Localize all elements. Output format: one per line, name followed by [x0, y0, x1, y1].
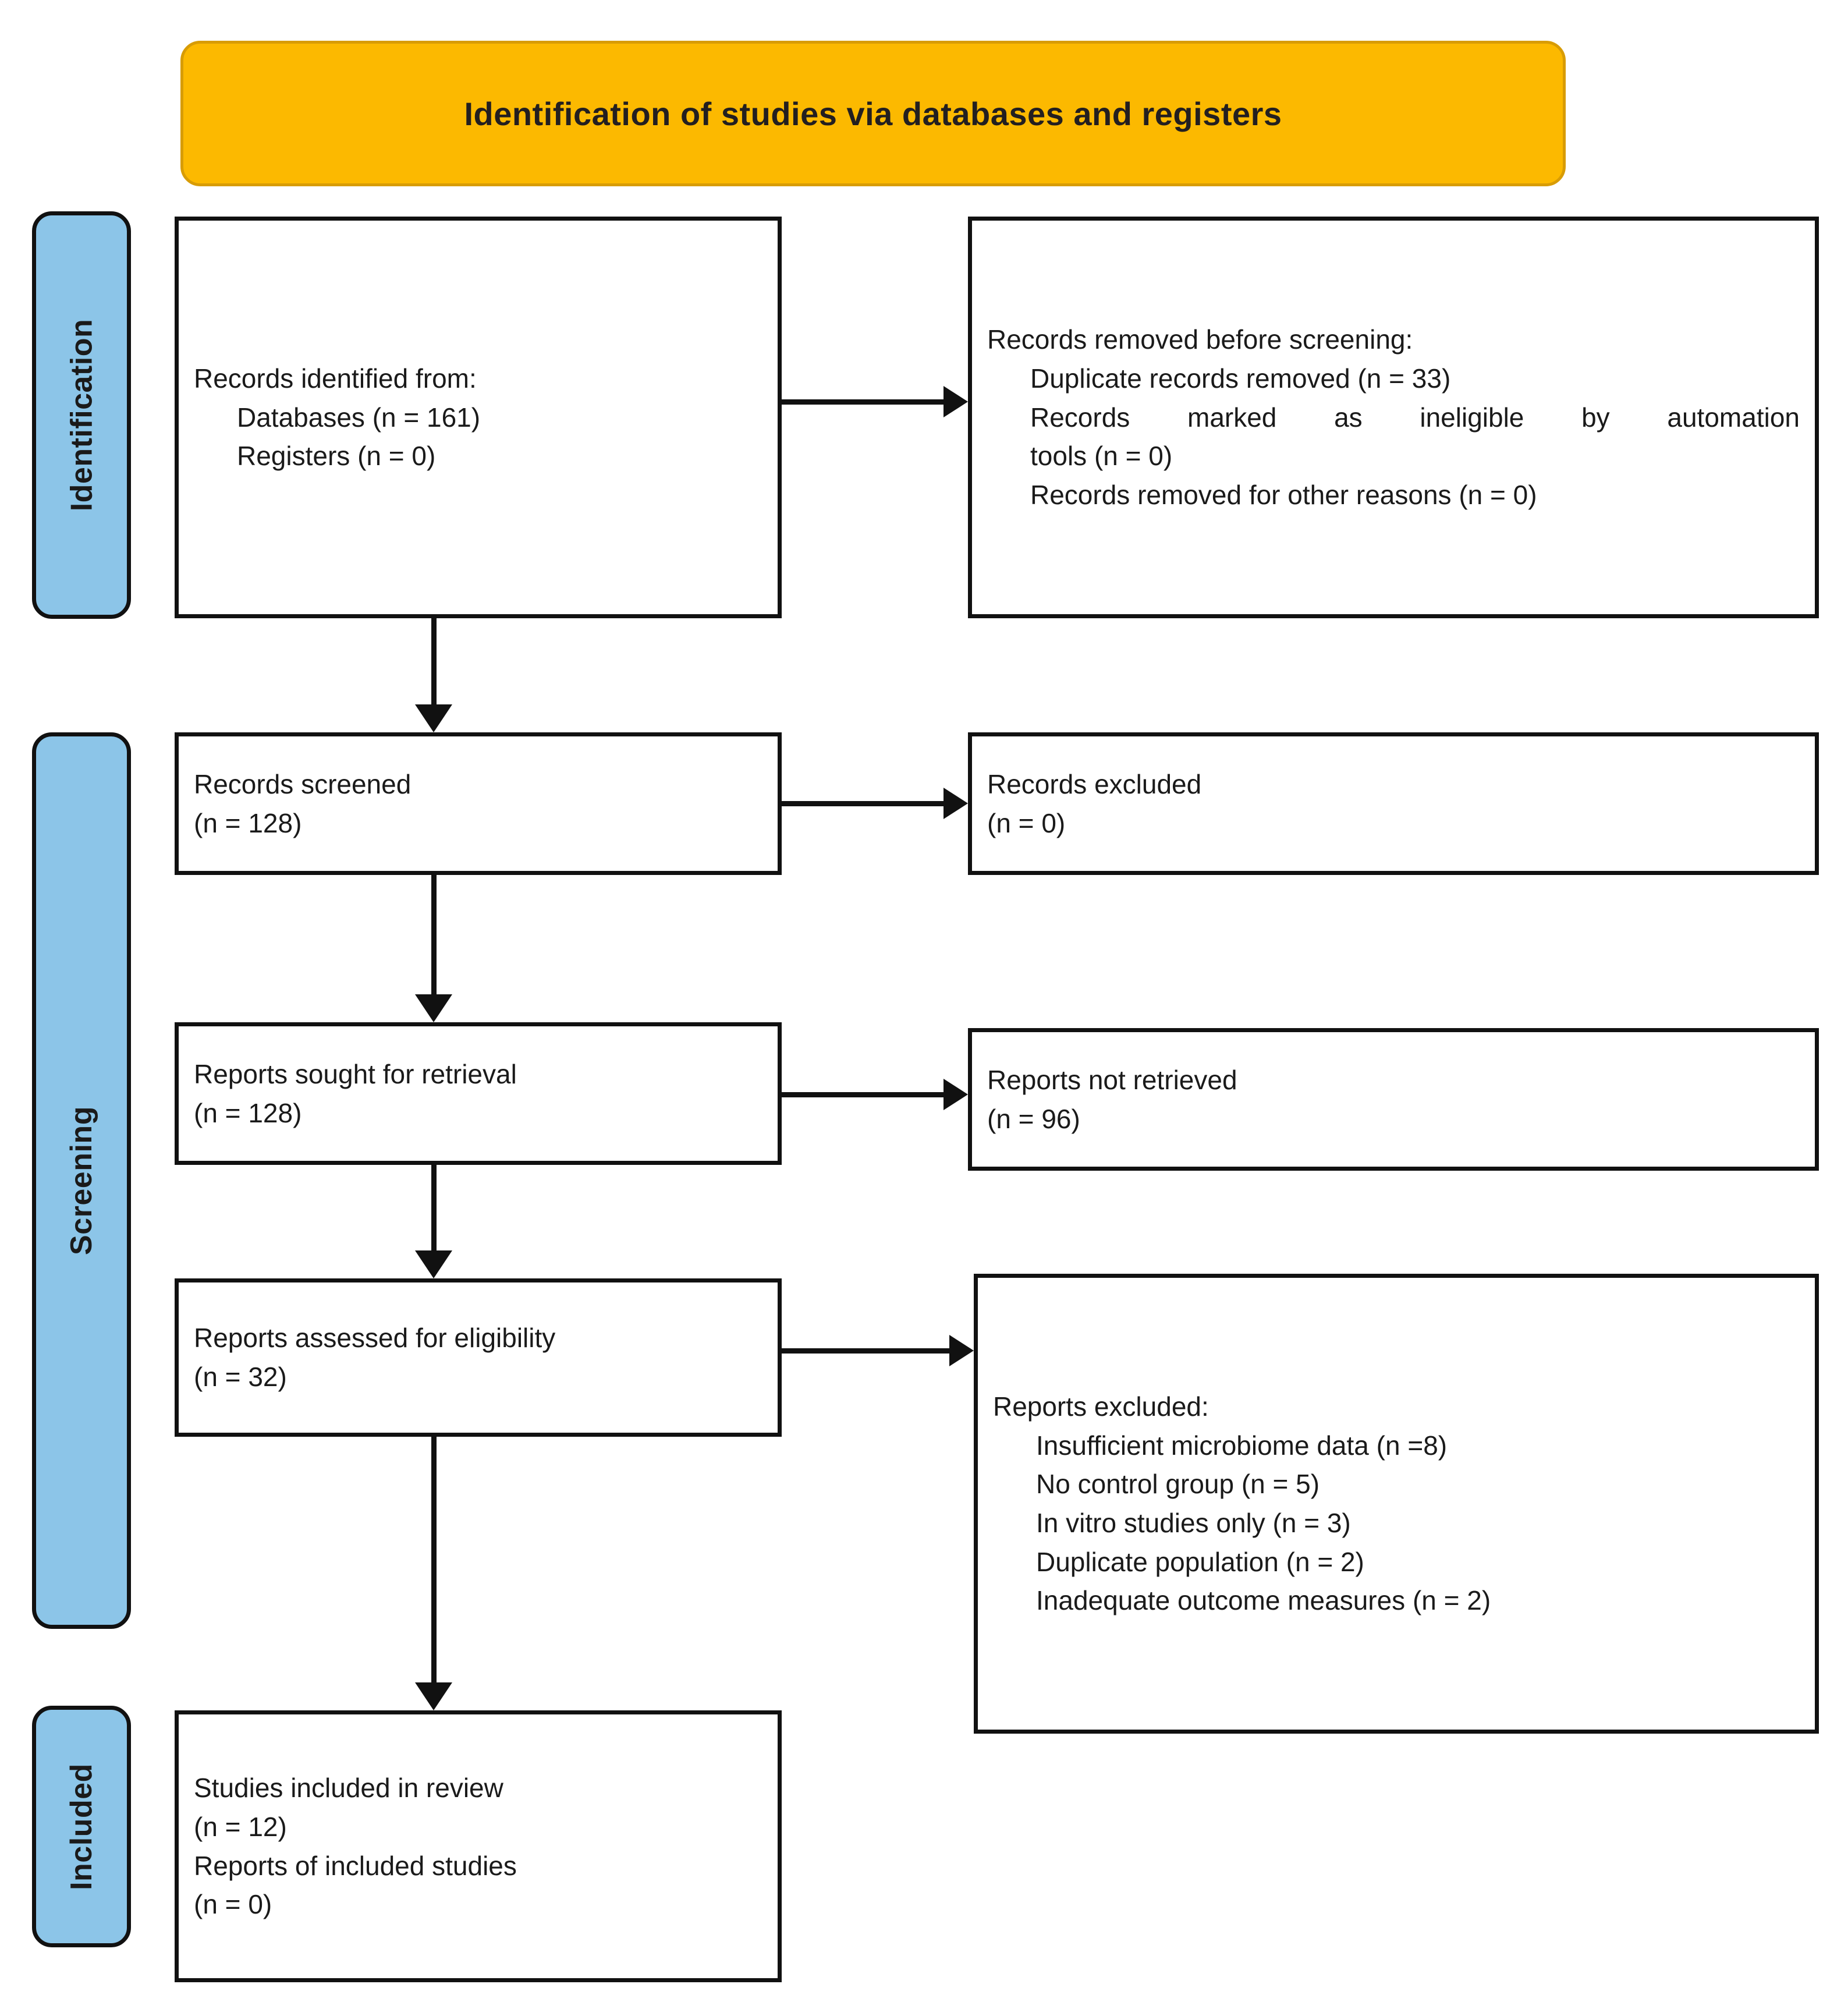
reports-not-retrieved-count: (n = 96): [987, 1103, 1080, 1134]
box-reports-not-retrieved: Reports not retrieved (n = 96): [968, 1028, 1819, 1171]
arrow-head: [415, 994, 452, 1022]
studies-included-label: Studies included in review: [194, 1773, 503, 1804]
reports-excluded-reason-inadequate-outcome-measures: Inadequate outcome measures (n = 2): [1036, 1585, 1491, 1616]
arrow-head: [949, 1335, 974, 1366]
reports-of-included-studies-count: (n = 0): [194, 1889, 272, 1920]
arrow-shaft: [782, 1092, 943, 1097]
arrow-shaft: [431, 1165, 437, 1250]
box-records-excluded: Records excluded (n = 0): [968, 732, 1819, 875]
arrow-head: [415, 704, 452, 732]
reports-sought-label: Reports sought for retrieval: [194, 1058, 517, 1089]
arrow-shaft: [431, 875, 437, 994]
arrow-shaft: [431, 618, 437, 704]
records-removed-automation-line1: Records marked as ineligible by automati…: [1030, 402, 1800, 433]
arrow-head: [943, 1079, 968, 1110]
records-removed-other-reasons: Records removed for other reasons (n = 0…: [1030, 480, 1537, 511]
records-screened-label: Records screened: [194, 768, 412, 799]
arrow-sought-to-not-retrieved-icon: [782, 1077, 968, 1112]
arrow-shaft: [431, 1437, 437, 1682]
reports-excluded-reason-duplicate-population: Duplicate population (n = 2): [1036, 1546, 1364, 1577]
box-reports-assessed-for-eligibility: Reports assessed for eligibility (n = 32…: [175, 1278, 782, 1437]
arrow-head: [415, 1250, 452, 1278]
records-removed-heading: Records removed before screening:: [987, 324, 1413, 355]
arrow-identified-to-removed-icon: [782, 384, 968, 419]
records-identified-databases: Databases (n = 161): [237, 402, 481, 433]
records-screened-count: (n = 128): [194, 807, 302, 838]
records-identified-heading: Records identified from:: [194, 363, 477, 394]
records-removed-duplicates: Duplicate records removed (n = 33): [1030, 363, 1451, 394]
header-banner: Identification of studies via databases …: [180, 41, 1566, 186]
arrow-head: [943, 788, 968, 819]
records-excluded-label: Records excluded: [987, 768, 1202, 799]
reports-excluded-reason-no-control-group: No control group (n = 5): [1036, 1469, 1320, 1500]
records-removed-automation-line2: tools (n = 0): [1030, 441, 1173, 472]
stage-label-included-text: Included: [65, 1763, 99, 1890]
box-reports-sought-for-retrieval: Reports sought for retrieval (n = 128): [175, 1022, 782, 1165]
reports-excluded-reason-in-vitro-only: In vitro studies only (n = 3): [1036, 1508, 1351, 1538]
box-records-identified: Records identified from: Databases (n = …: [175, 217, 782, 618]
stage-label-included: Included: [32, 1706, 131, 1947]
stage-label-identification: Identification: [32, 211, 131, 619]
arrow-assessed-to-included-icon: [415, 1437, 452, 1710]
arrow-shaft: [782, 1348, 949, 1354]
records-identified-registers: Registers (n = 0): [237, 441, 436, 472]
arrow-screened-to-sought-icon: [415, 875, 452, 1022]
reports-sought-count: (n = 128): [194, 1097, 302, 1128]
reports-assessed-label: Reports assessed for eligibility: [194, 1323, 556, 1354]
arrow-identified-to-screened-icon: [415, 618, 452, 732]
arrow-shaft: [782, 399, 943, 405]
stage-label-identification-text: Identification: [65, 318, 98, 512]
reports-not-retrieved-label: Reports not retrieved: [987, 1064, 1237, 1095]
reports-assessed-count: (n = 32): [194, 1362, 287, 1392]
reports-excluded-reason-insufficient-microbiome-data: Insufficient microbiome data (n =8): [1036, 1430, 1448, 1461]
stage-label-screening: Screening: [32, 732, 131, 1629]
box-records-removed-before-screening: Records removed before screening: Duplic…: [968, 217, 1819, 618]
arrow-head: [415, 1682, 452, 1710]
arrow-assessed-to-reports-excluded-icon: [782, 1333, 974, 1368]
page-title: Identification of studies via databases …: [464, 95, 1282, 132]
records-excluded-count: (n = 0): [987, 807, 1066, 838]
arrow-shaft: [782, 801, 943, 806]
studies-included-count: (n = 12): [194, 1811, 287, 1842]
reports-excluded-heading: Reports excluded:: [993, 1391, 1209, 1422]
arrow-sought-to-assessed-icon: [415, 1165, 452, 1278]
arrow-screened-to-excluded-icon: [782, 786, 968, 821]
box-reports-excluded: Reports excluded: Insufficient microbiom…: [974, 1274, 1819, 1734]
reports-of-included-studies-label: Reports of included studies: [194, 1850, 517, 1881]
arrow-head: [943, 386, 968, 417]
box-records-screened: Records screened (n = 128): [175, 732, 782, 875]
stage-label-screening-text: Screening: [65, 1106, 99, 1255]
box-studies-included: Studies included in review (n = 12) Repo…: [175, 1710, 782, 1982]
